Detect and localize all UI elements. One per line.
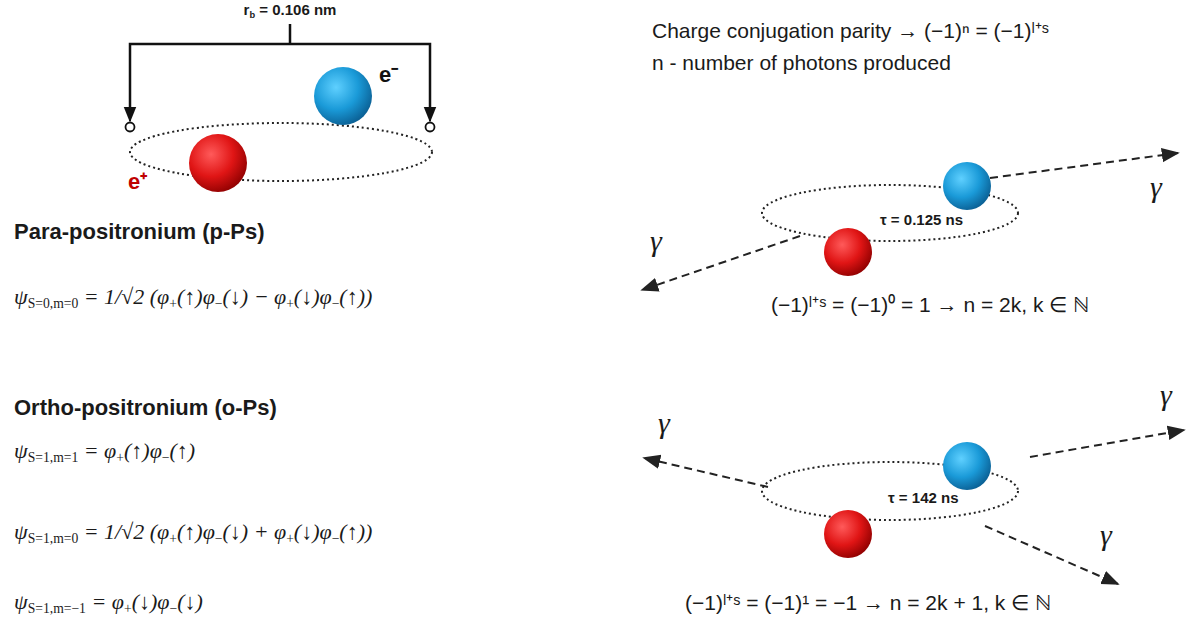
orbit — [130, 123, 432, 181]
electron-ball — [943, 442, 991, 490]
rule-text: Charge conjugation parity → (−1)ⁿ = (−1)… — [652, 18, 1049, 44]
note-text: n - number of photons produced — [652, 50, 951, 76]
bracket-end — [426, 123, 435, 132]
particle-label: e⁻ — [379, 62, 398, 88]
bracket-arrow — [429, 100, 431, 121]
lifetime-label: τ = 142 ns — [888, 489, 959, 507]
electron-ball — [943, 162, 991, 210]
bracket-arrow — [129, 100, 131, 121]
positron: e⁺ — [188, 133, 248, 193]
section-heading: Ortho-positronium (o-Ps) — [14, 394, 277, 422]
photon-arrow — [1030, 430, 1184, 457]
wavefunction: ψS=1,m=−1 = φ+(↓)φ−(↓) — [14, 588, 203, 616]
lifetime-label: τ = 0.125 ns — [880, 211, 963, 229]
ortho-orbit: τ = 142 ns — [760, 460, 1020, 522]
particle-symbol — [188, 133, 248, 193]
particle-symbol — [313, 66, 373, 126]
photon-label: γ — [658, 404, 670, 442]
wavefunction: ψS=1,m=1 = φ+(↑)φ−(↑) — [14, 437, 195, 465]
dimension-label: rb = 0.106 nm — [244, 1, 337, 20]
photon-arrow — [642, 236, 800, 290]
parity-equation: (−1)ˡ⁺ˢ = (−1)¹ = −1 → n = 2k + 1, k ∈ ℕ — [685, 590, 1051, 616]
photon-arrow — [990, 153, 1178, 178]
particle-ball — [314, 67, 372, 125]
parity-equation: (−1)ˡ⁺ˢ = (−1)⁰ = 1 → n = 2k, k ∈ ℕ — [771, 292, 1089, 318]
para-orbit: τ = 0.125 ns — [760, 183, 1020, 243]
photon-arrow — [644, 458, 768, 487]
wavefunction: ψS=0,m=0 = 1/√2 (φ+(↑)φ−(↓) − φ+(↓)φ−(↑)… — [14, 283, 372, 311]
particle-label: e⁺ — [128, 169, 147, 195]
photon-label: γ — [1160, 376, 1172, 414]
dimension-bracket — [130, 24, 430, 114]
electron: e⁻ — [313, 66, 373, 126]
particle-ball — [189, 134, 247, 192]
photon-label: γ — [650, 222, 662, 260]
photon-label: γ — [1100, 516, 1112, 554]
positron-ball — [824, 510, 872, 558]
bracket-end — [126, 123, 135, 132]
wavefunction: ψS=1,m=0 = 1/√2 (φ+(↑)φ−(↓) + φ+(↓)φ−(↑)… — [14, 518, 372, 546]
photon-label: γ — [1150, 168, 1162, 206]
positron-ball — [824, 228, 872, 276]
photon-arrow — [985, 526, 1118, 584]
section-heading: Para-positronium (p-Ps) — [14, 218, 265, 246]
